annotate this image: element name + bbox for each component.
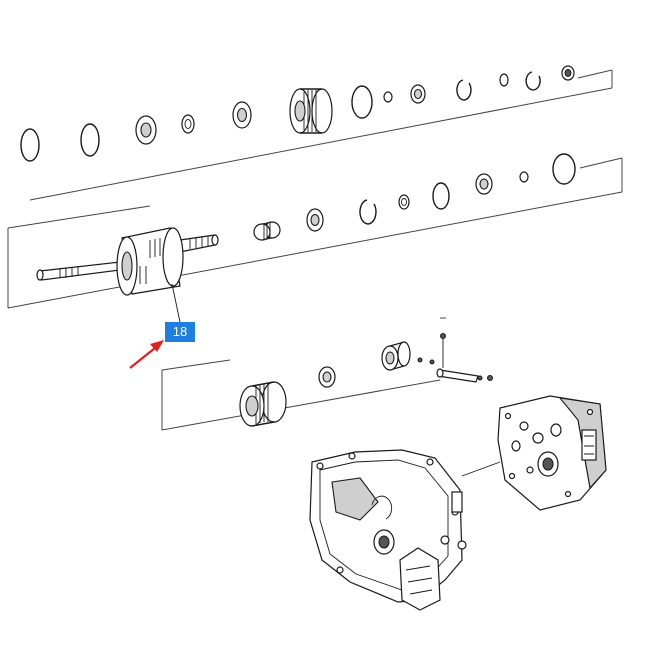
callout-leader [171, 283, 181, 323]
bearing [318, 366, 336, 388]
circlip [359, 199, 377, 225]
washer [181, 114, 195, 134]
small-washer [519, 171, 529, 183]
row-3-parts [239, 333, 493, 427]
snap-ring [20, 128, 40, 162]
bearing [135, 115, 157, 145]
row-2-frame [7, 157, 623, 309]
row-1-parts [20, 65, 575, 162]
small-washer [383, 91, 393, 103]
bearing [232, 101, 252, 129]
row-1-frame [29, 69, 613, 201]
assembly-leader [461, 461, 501, 477]
o-ring [552, 153, 576, 185]
snap-ring [432, 182, 450, 210]
row-2-parts [36, 153, 576, 296]
callout-arrow [129, 340, 164, 369]
sleeve [381, 341, 411, 371]
row-3-frame [161, 317, 446, 431]
snap-ring [351, 85, 373, 119]
shift-rod [417, 333, 493, 383]
bearing [475, 173, 493, 195]
bearing [410, 84, 426, 104]
circlip [525, 71, 541, 91]
gear [289, 88, 333, 134]
small-washer [499, 73, 509, 87]
circlip [456, 79, 472, 101]
transmission-housing [309, 449, 467, 611]
needle-bearing [253, 221, 281, 241]
o-ring [80, 123, 100, 157]
seal [561, 65, 575, 81]
callout-label-badge[interactable]: 18 [165, 322, 195, 342]
rear-cover-plate [497, 395, 607, 511]
synchro-gear [239, 381, 287, 427]
shaft-assembly [36, 227, 219, 296]
bearing [306, 208, 324, 232]
washer [398, 194, 410, 210]
